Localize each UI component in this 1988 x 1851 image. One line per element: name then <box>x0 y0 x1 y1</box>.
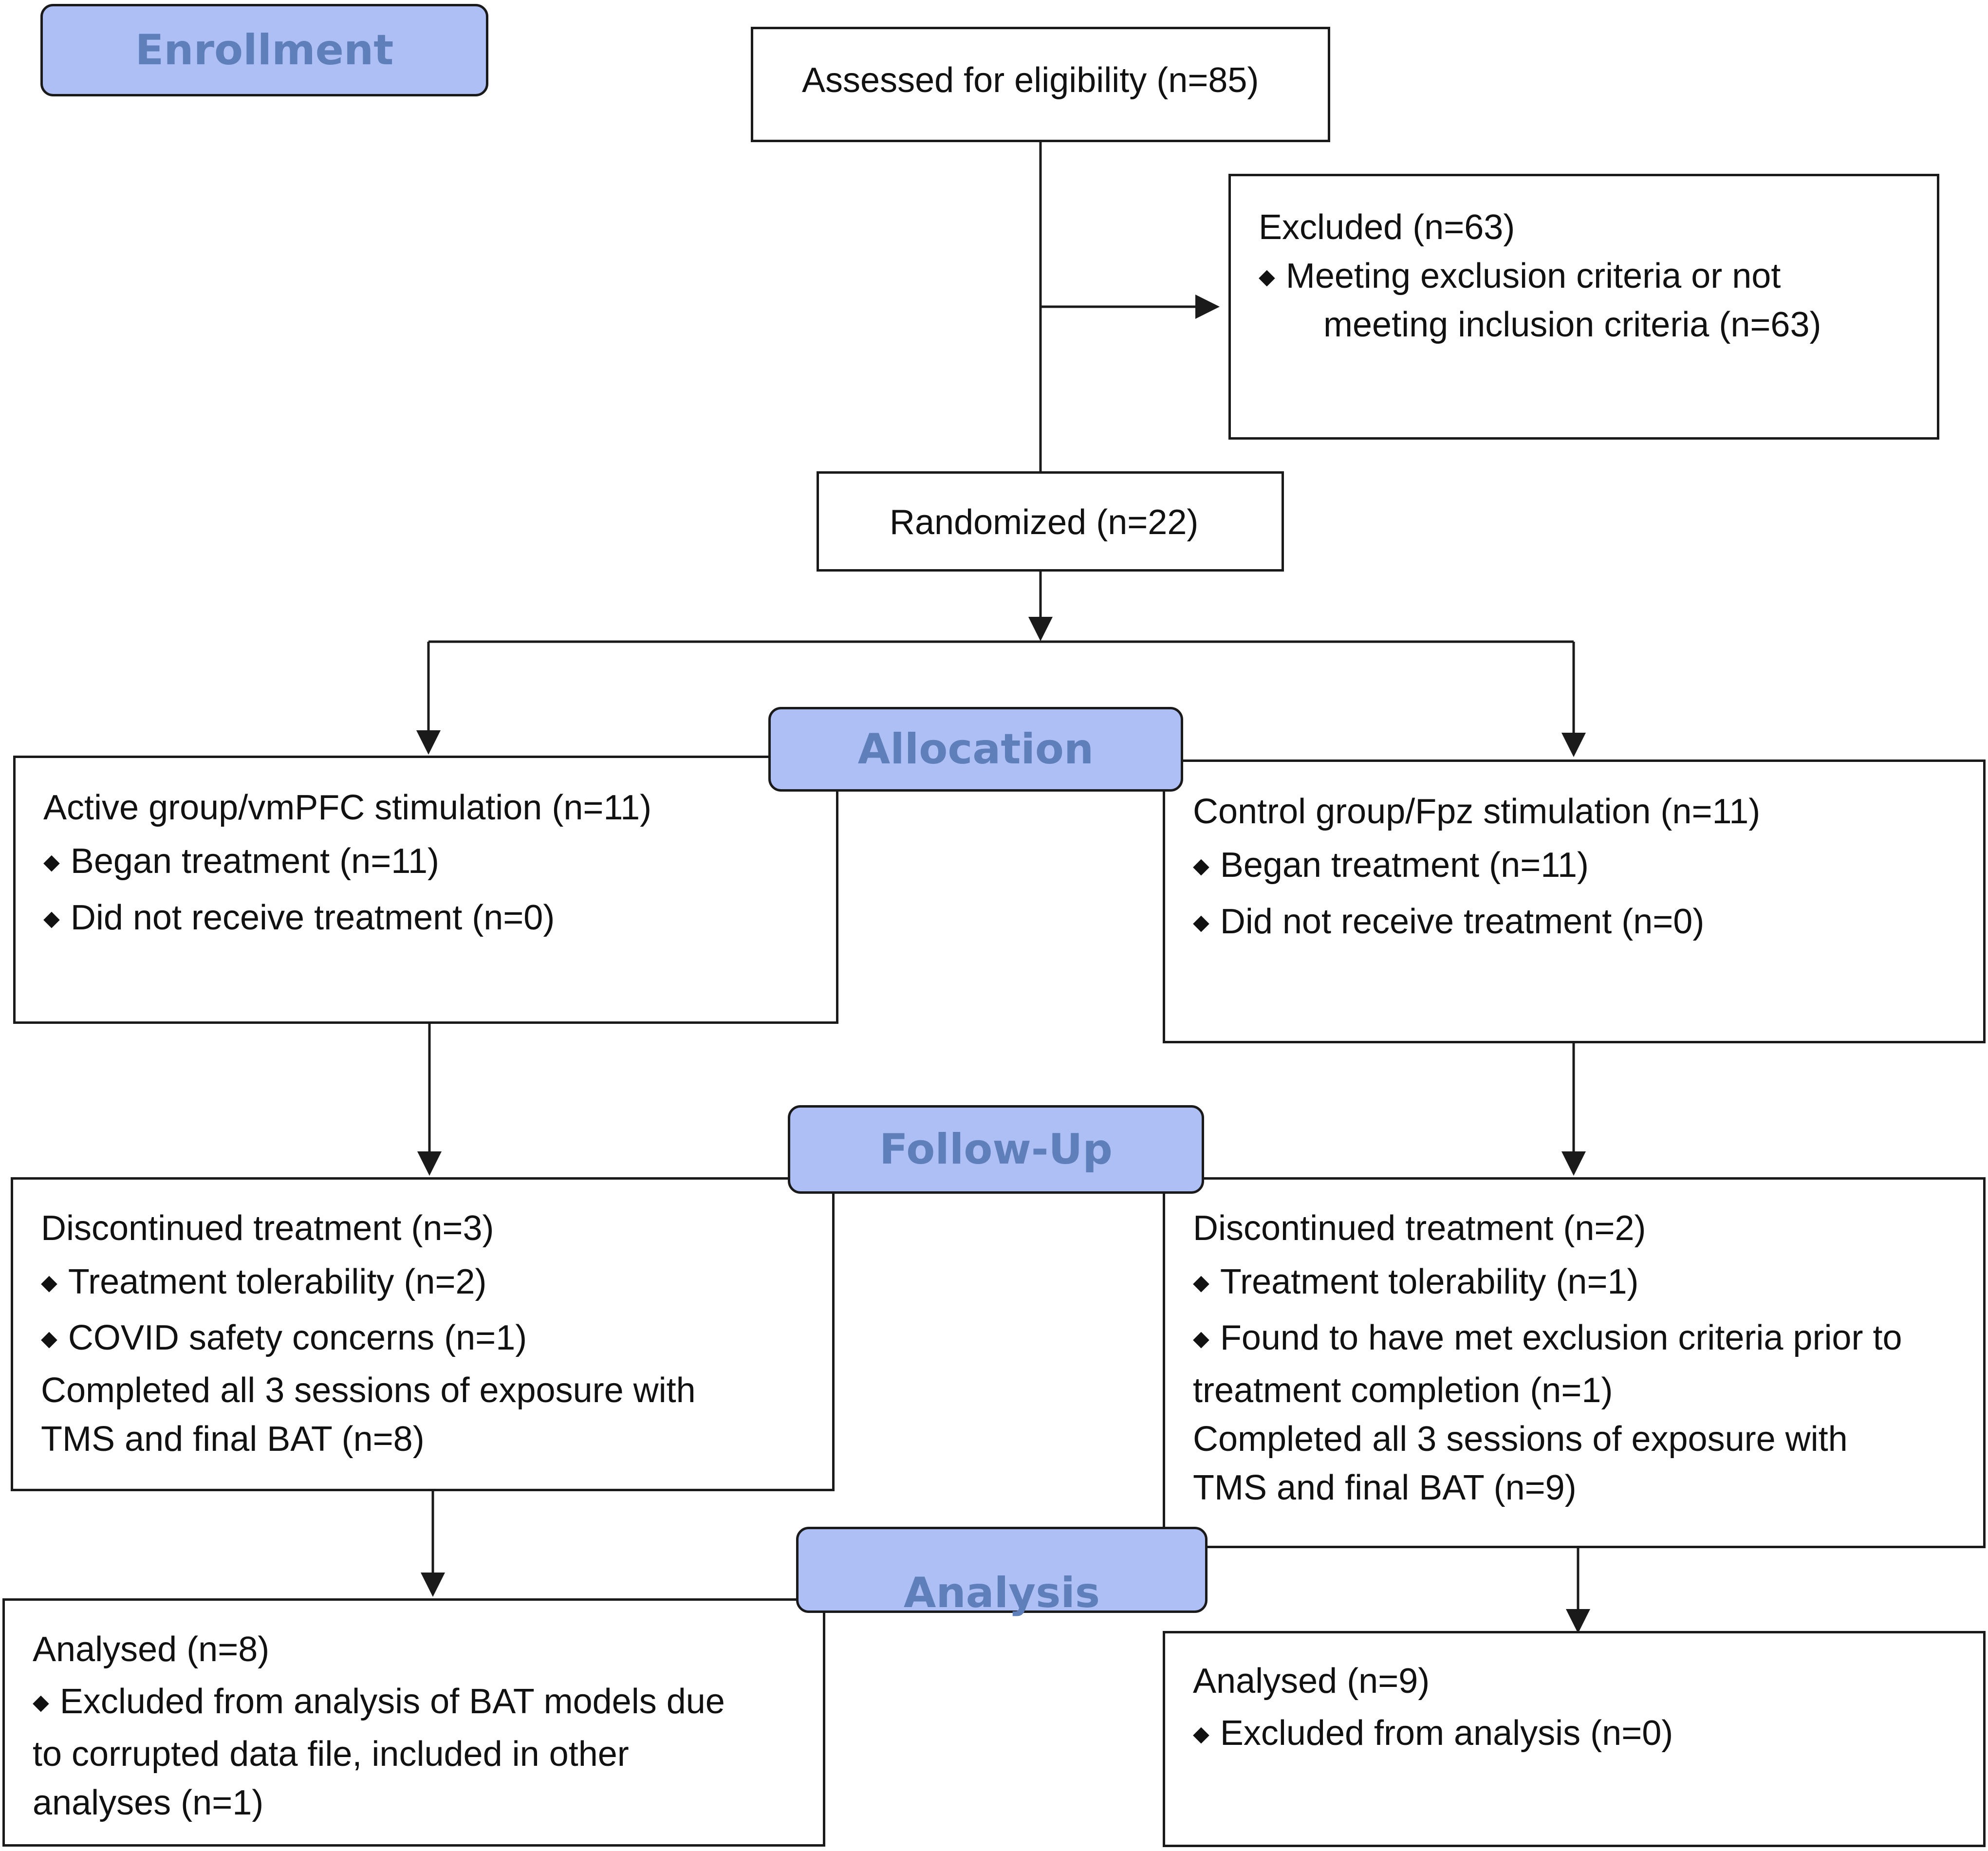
excluded-bullet-text-1: Meeting exclusion criteria or not <box>1285 257 1781 296</box>
active-covid-text: COVID safety concerns (n=1) <box>68 1318 527 1357</box>
stage-follow-up: Follow-Up <box>788 1105 1204 1194</box>
bullet-diamond-icon: ◆ <box>43 907 60 930</box>
control-analysis-bullet: ◆ Excluded from analysis (n=0) <box>1193 1709 1673 1762</box>
active-began-text: Began treatment (n=11) <box>70 842 439 881</box>
assessed-box: Assessed for eligibility (n=85) <box>751 27 1330 142</box>
active-analysis-title: Analysed (n=8) <box>33 1630 270 1669</box>
active-completed-line-1: Completed all 3 sessions of exposure wit… <box>41 1371 696 1410</box>
bullet-diamond-icon: ◆ <box>41 1271 57 1295</box>
control-exclusion-text-2: treatment completion (n=1) <box>1193 1371 1613 1410</box>
control-began-text: Began treatment (n=11) <box>1220 846 1589 885</box>
active-analysis-box: Analysed (n=8) ◆ Excluded from analysis o… <box>2 1598 825 1847</box>
control-analysis-title: Analysed (n=9) <box>1193 1662 1430 1701</box>
control-completed-line-2: TMS and final BAT (n=9) <box>1193 1468 1577 1507</box>
stage-analysis: Analysis <box>796 1527 1208 1617</box>
bullet-diamond-icon: ◆ <box>1193 1722 1209 1746</box>
excluded-title: Excluded (n=63) <box>1259 208 1515 247</box>
stage-enrollment-label: Enrollment <box>135 26 394 74</box>
bullet-diamond-icon: ◆ <box>1259 265 1275 289</box>
excluded-box: Excluded (n=63) ◆ Meeting exclusion crite… <box>1228 174 1939 440</box>
control-completed-line-1: Completed all 3 sessions of exposure wit… <box>1193 1420 1848 1459</box>
control-tolerability-text: Treatment tolerability (n=1) <box>1220 1262 1639 1301</box>
excluded-bullet-text-2: meeting inclusion criteria (n=63) <box>1323 305 1821 344</box>
active-analysis-bullet: ◆ Excluded from analysis of BAT models du… <box>33 1677 725 1731</box>
active-followup-title: Discontinued treatment (n=3) <box>41 1209 494 1248</box>
bullet-diamond-icon: ◆ <box>1193 854 1209 878</box>
active-allocation-title: Active group/vmPFC stimulation (n=11) <box>43 788 652 827</box>
active-analysis-bullet-text-3: analyses (n=1) <box>33 1783 264 1822</box>
active-followup-bullet-2: ◆ COVID safety concerns (n=1) <box>41 1314 527 1367</box>
control-exclusion-text-1: Found to have met exclusion criteria pri… <box>1220 1318 1902 1357</box>
bullet-diamond-icon: ◆ <box>33 1690 49 1714</box>
control-allocation-box: Control group/Fpz stimulation (n=11) ◆ Be… <box>1163 759 1986 1043</box>
randomized-text: Randomized (n=22) <box>890 503 1199 542</box>
stage-follow-up-label: Follow-Up <box>879 1125 1113 1174</box>
stage-analysis-label: Analysis <box>903 1569 1100 1617</box>
active-analysis-bullet-text-2: to corrupted data file, included in othe… <box>33 1735 629 1774</box>
active-tolerability-text: Treatment tolerability (n=2) <box>68 1262 487 1301</box>
control-followup-title: Discontinued treatment (n=2) <box>1193 1209 1646 1248</box>
control-followup-box: Discontinued treatment (n=2) ◆ Treatment … <box>1163 1177 1986 1548</box>
active-completed-line-2: TMS and final BAT (n=8) <box>41 1420 425 1459</box>
randomized-box: Randomized (n=22) <box>817 471 1284 572</box>
stage-enrollment: Enrollment <box>40 4 488 96</box>
active-allocation-box: Active group/vmPFC stimulation (n=11) ◆ B… <box>13 756 838 1024</box>
stage-allocation-label: Allocation <box>857 725 1094 774</box>
bullet-diamond-icon: ◆ <box>1193 910 1209 934</box>
control-allocation-bullet-1: ◆ Began treatment (n=11) <box>1193 841 1589 894</box>
control-allocation-bullet-2: ◆ Did not receive treatment (n=0) <box>1193 897 1704 951</box>
control-allocation-title: Control group/Fpz stimulation (n=11) <box>1193 792 1761 831</box>
control-followup-bullet-2: ◆ Found to have met exclusion criteria pr… <box>1193 1314 1902 1367</box>
active-followup-bullet-1: ◆ Treatment tolerability (n=2) <box>41 1258 487 1311</box>
active-followup-box: Discontinued treatment (n=3) ◆ Treatment … <box>11 1177 835 1491</box>
stage-allocation: Allocation <box>768 707 1183 792</box>
bullet-diamond-icon: ◆ <box>1193 1271 1209 1295</box>
excluded-bullet: ◆ Meeting exclusion criteria or not <box>1259 252 1781 305</box>
active-allocation-bullet-2: ◆ Did not receive treatment (n=0) <box>43 893 555 947</box>
control-analysis-bullet-text: Excluded from analysis (n=0) <box>1220 1714 1673 1753</box>
active-allocation-bullet-1: ◆ Began treatment (n=11) <box>43 837 439 890</box>
control-followup-bullet-1: ◆ Treatment tolerability (n=1) <box>1193 1258 1639 1311</box>
bullet-diamond-icon: ◆ <box>41 1327 57 1351</box>
control-not-received-text: Did not receive treatment (n=0) <box>1220 902 1705 941</box>
bullet-diamond-icon: ◆ <box>43 850 60 874</box>
control-analysis-box: Analysed (n=9) ◆ Excluded from analysis (… <box>1163 1631 1986 1847</box>
active-analysis-bullet-text-1: Excluded from analysis of BAT models due <box>59 1682 725 1721</box>
active-not-received-text: Did not receive treatment (n=0) <box>70 898 555 937</box>
assessed-text: Assessed for eligibility (n=85) <box>802 61 1259 100</box>
bullet-diamond-icon: ◆ <box>1193 1327 1209 1351</box>
